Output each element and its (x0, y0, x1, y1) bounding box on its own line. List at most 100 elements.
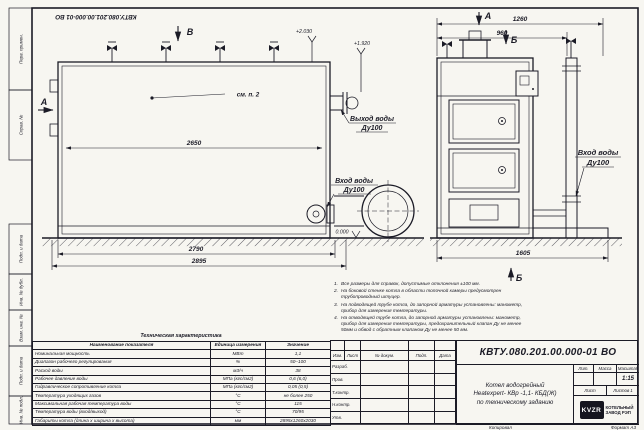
note-text: На подводящей трубе котла, до запорной а… (341, 302, 523, 314)
spec-header: Значение (265, 340, 331, 351)
upper-door (448, 99, 520, 144)
spec-value: 2895х1260х2030 (265, 416, 331, 426)
dim-2650: 2650 (186, 140, 202, 147)
company-name-line: ЗАВОД РЭП (605, 410, 631, 415)
dim-2790: 2790 (188, 246, 204, 253)
lit-label: Лит. (573, 365, 593, 373)
kvzr-logo: KVZR (579, 401, 604, 419)
spec-value: 1,1 (265, 349, 331, 359)
ash-box (448, 198, 520, 228)
spec-unit: °С (210, 399, 266, 410)
sheets-label: Листов (613, 388, 630, 393)
notes-list: 1.Все размеры для справок, допустимые от… (334, 282, 531, 336)
side-label: Инв. № подл. (19, 396, 24, 424)
format-label: Формат А3 (610, 424, 636, 430)
spec-header-row: Наименование показателя Единица измерени… (32, 340, 331, 351)
flue-duct-and-chimney (334, 180, 419, 242)
spec-unit: м3/ч (210, 366, 266, 376)
note-number: 1. (334, 282, 339, 287)
see-note-callout (150, 93, 226, 100)
spec-name: Номинальная мощность (32, 349, 211, 359)
manhole (49, 79, 59, 93)
boiler-side-view (49, 41, 419, 242)
inlet-label-right (575, 156, 621, 197)
product-name-line: Котел водогрейный (485, 382, 545, 390)
section-letter-b-bottom: Б (516, 273, 523, 283)
spec-value: 0,05 (0,5) (265, 382, 331, 393)
inlet-label-left (326, 184, 378, 208)
outlet-label (340, 109, 396, 133)
note-item: 1.Все размеры для справок, допустимые от… (334, 282, 531, 288)
section-marks-left (38, 26, 182, 114)
title-block-revision-grid: Изм. Лист № докум. Подп. Дата Разраб. Пр… (331, 341, 456, 425)
spec-value: 0,6 (6,0) (265, 374, 331, 384)
outlet-label-line1: Выход воды (350, 115, 394, 123)
spec-row: Габариты котла (длина х ширина х высота)… (32, 416, 331, 426)
sheets-cell: Листов 1 (606, 386, 639, 396)
title-block: Изм. Лист № докум. Подп. Дата Разраб. Пр… (330, 340, 639, 425)
note-item: 3.На подводящей трубе котла, до запорной… (334, 303, 531, 315)
sheet-label: Лист (573, 386, 606, 396)
spec-unit: мм (210, 416, 266, 426)
chimney-stub (462, 39, 488, 59)
inlet2-label-line2: Ду100 (586, 158, 610, 167)
inlet-label-line2: Ду100 (343, 187, 365, 194)
frame-side-labels: Перв. примен. Справ. № Подп. и дата Инв.… (19, 34, 24, 424)
role-label: Н.контр. (331, 399, 361, 412)
dim-960: 960 (497, 30, 508, 37)
company-name: КОТЕЛЬНЫЙ ЗАВОД РЭП (606, 405, 634, 416)
stamp-header: Лист (345, 351, 361, 361)
spec-name: Диапазон рабочего регулирования (32, 357, 211, 368)
inlet-riser (533, 57, 581, 239)
elevation-marks (307, 35, 366, 239)
side-label: Взам. инв. № (19, 314, 24, 342)
note-text: На боковой стенке котла в области топочн… (341, 289, 502, 301)
stamp-header: Дата (435, 351, 456, 361)
chimney-stub-top (468, 30, 482, 41)
spec-header: Единица измерения (210, 340, 266, 351)
spec-unit: % (210, 357, 266, 368)
spec-name: Температура воды (вход/выход) (32, 408, 211, 418)
front-valve-icons (442, 38, 576, 58)
top-doc-number: КВТУ.080.201.00.000-01 ВО (55, 13, 136, 20)
inlet2-label-line1: Вход воды (578, 148, 619, 157)
section-marks-right (475, 12, 515, 281)
spec-unit: °С (210, 391, 266, 401)
mass-label: Масса (593, 365, 616, 373)
stamp-header: № докум. (361, 351, 409, 361)
lower-door (448, 148, 520, 193)
role-label: Пров. (331, 373, 361, 387)
company-cell: KVZR КОТЕЛЬНЫЙ ЗАВОД РЭП (573, 396, 639, 425)
boiler-front-view (436, 30, 609, 239)
spec-unit: МПа (кгс/см2) (210, 374, 266, 384)
view-letter-a: А (484, 11, 492, 21)
product-name: Котел водогрейный Heatexpert- КВр -1,1- … (456, 365, 573, 425)
doc-number: КВТУ.080.201.00.000-01 ВО (456, 341, 639, 365)
spec-name: Температура уходящих газов (32, 391, 211, 401)
spec-value: 115 (265, 399, 331, 410)
spec-value: 70/95 (265, 408, 331, 418)
note-number: 3. (334, 302, 339, 308)
dim-1260: 1260 (513, 16, 528, 23)
control-panel (515, 70, 539, 97)
note-number: 4. (334, 316, 339, 322)
role-label: Т.контр. (331, 386, 361, 400)
spec-value: 50–100 (265, 357, 331, 368)
outlet-label-line2: Ду100 (361, 125, 383, 132)
dimensions-left (51, 146, 347, 270)
note-number: 2. (334, 289, 339, 295)
elevation-mid: +1.920 (354, 41, 370, 47)
elevation-top: +2.030 (296, 29, 312, 35)
spec-table: Наименование показателя Единица измерени… (32, 340, 331, 426)
note-item: 4.На отводящей трубе котла, до запорной … (334, 316, 531, 334)
top-valve-icons (107, 41, 279, 62)
ground-left (42, 237, 424, 247)
scale-value: 1:15 (616, 373, 639, 386)
spec-name: Гидравлическое сопротивление котла (32, 382, 211, 393)
